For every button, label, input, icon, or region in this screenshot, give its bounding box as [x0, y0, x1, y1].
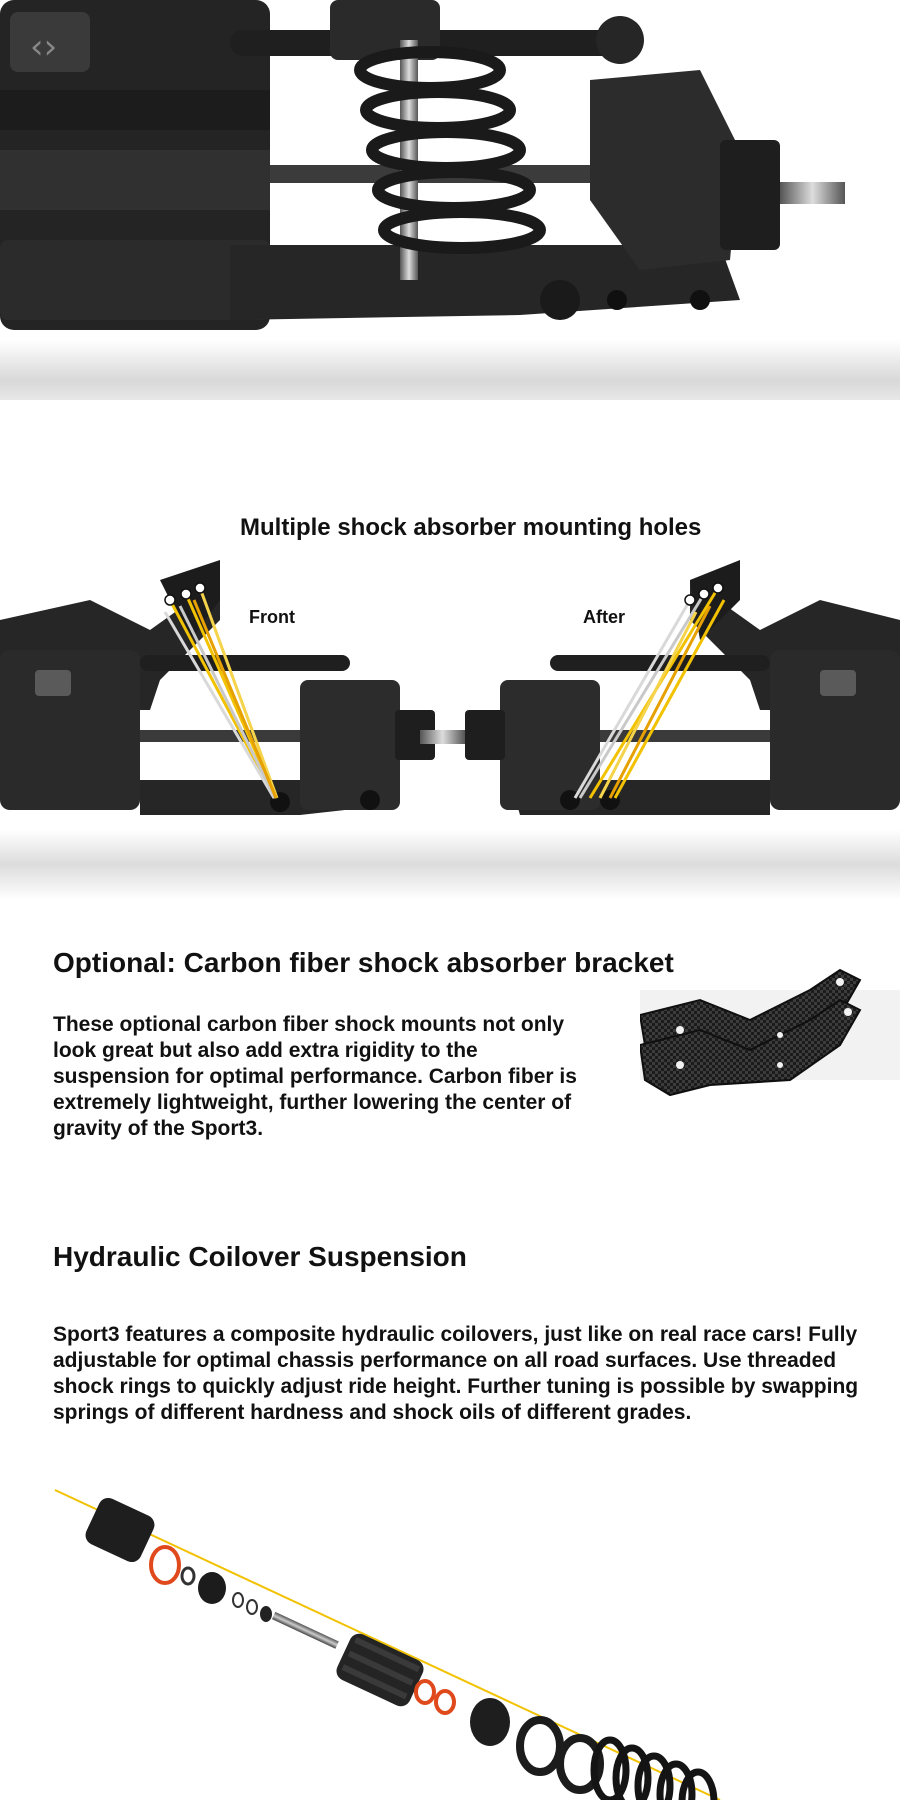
- carbon-bracket-photo: [640, 968, 900, 1097]
- rear-suspension-diagram: [420, 560, 900, 815]
- front-label: Front: [249, 607, 295, 627]
- coilover-description: Sport3 features a composite hydraulic co…: [53, 1323, 859, 1424]
- carbon-bracket-title: Optional: Carbon fiber shock absorber br…: [53, 947, 674, 978]
- suspension-closeup-photo: ‹›: [0, 0, 900, 400]
- mounting-holes-title: Multiple shock absorber mounting holes: [240, 514, 702, 541]
- suspension-closeup-section: ‹›: [0, 0, 900, 400]
- after-label: After: [583, 607, 626, 627]
- coilover-exploded-photo: [54, 1489, 721, 1800]
- svg-text:‹›: ‹›: [30, 27, 57, 67]
- coilover-title: Hydraulic Coilover Suspension: [53, 1241, 467, 1272]
- mounting-holes-section: Front After: [0, 560, 900, 900]
- mounting-holes-photo: [0, 560, 900, 900]
- carbon-bracket-description: These optional carbon fiber shock mounts…: [53, 1013, 577, 1140]
- front-suspension-diagram: [0, 560, 480, 815]
